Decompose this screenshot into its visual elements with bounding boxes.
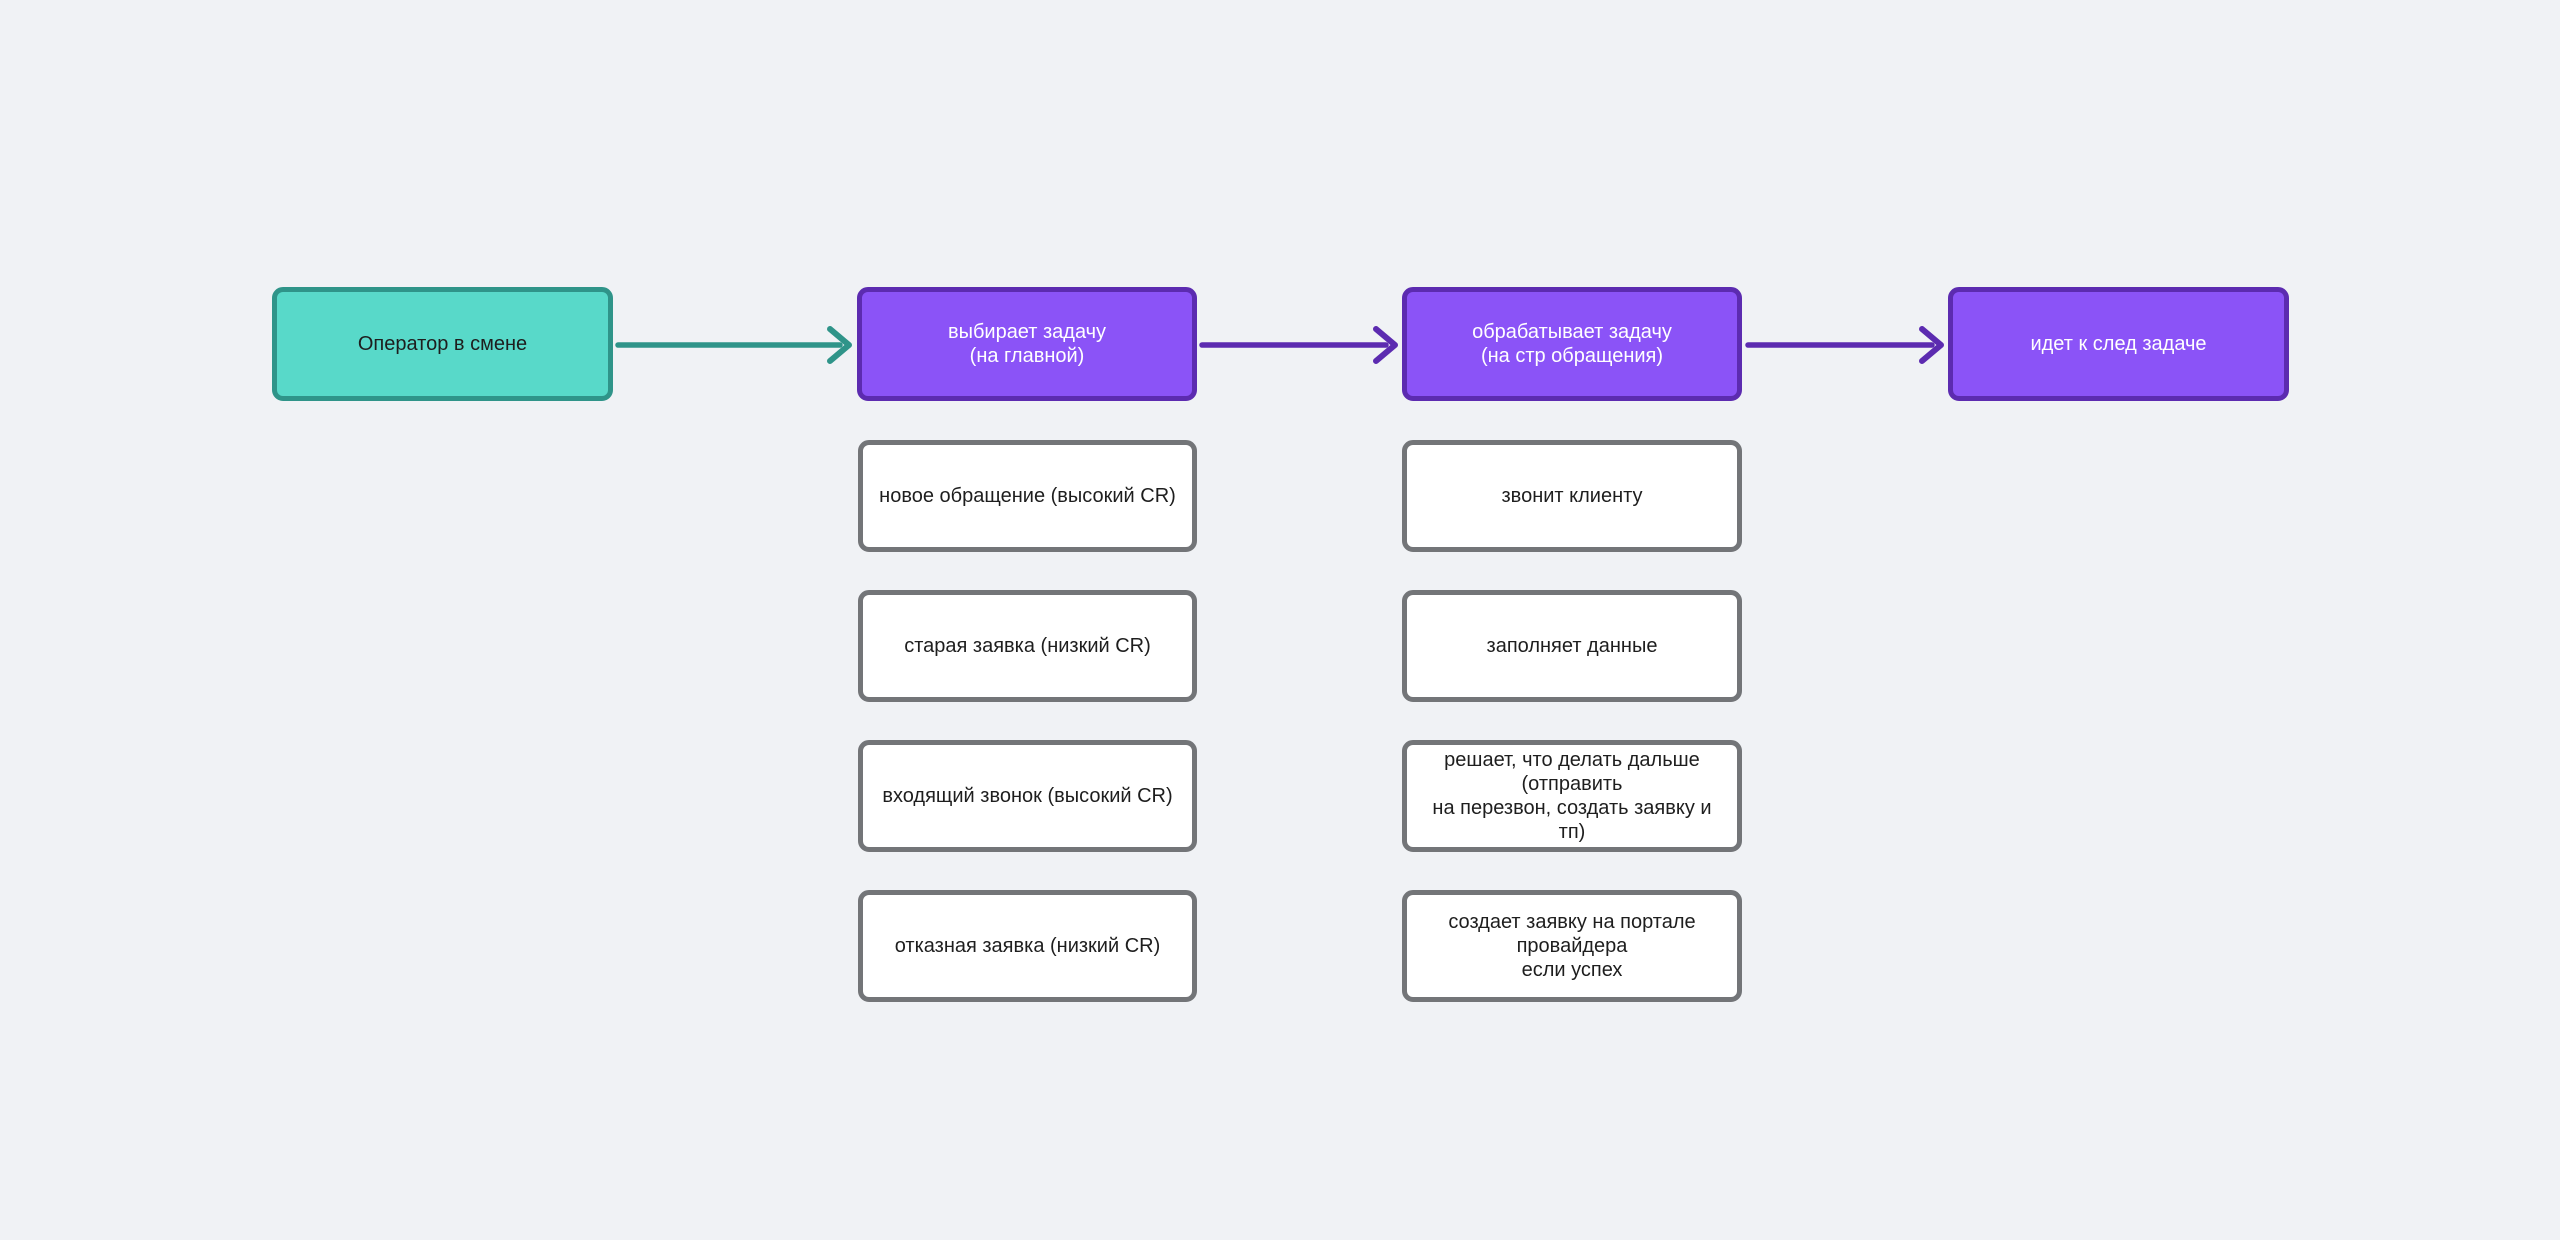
option-new-request[interactable]: новое обращение (высокий CR)	[858, 440, 1197, 552]
node-label-line2: на перезвон, создать заявку и тп)	[1432, 797, 1712, 843]
node-label: Оператор в смене	[357, 333, 528, 355]
node-label: звонит клиенту	[1501, 485, 1643, 507]
action-fill-data[interactable]: заполняет данные	[1402, 590, 1742, 702]
node-label: заполняет данные	[1486, 635, 1658, 657]
node-label: идет к след задаче	[2030, 333, 2207, 355]
flow-node-operator-on-shift[interactable]: Оператор в смене	[272, 287, 613, 401]
node-label: создает заявку на портале провайдера	[1448, 911, 1696, 957]
node-label: новое обращение (высокий CR)	[879, 485, 1176, 507]
arrow-operator-to-select[interactable]	[615, 324, 856, 366]
node-label: выбирает задачу	[947, 321, 1107, 343]
node-label: входящий звонок (высокий CR)	[882, 785, 1173, 807]
action-create-provider-request[interactable]: создает заявку на портале провайдера есл…	[1402, 890, 1742, 1002]
arrow-select-to-process[interactable]	[1199, 324, 1400, 366]
option-old-application[interactable]: старая заявка (низкий CR)	[858, 590, 1197, 702]
node-label: обрабатывает задачу	[1472, 321, 1672, 343]
node-label-line2: (на главной)	[969, 345, 1085, 367]
flow-node-select-task[interactable]: выбирает задачу (на главной)	[857, 287, 1197, 401]
node-label-line2: (на стр обращения)	[1480, 345, 1664, 367]
flow-node-process-task[interactable]: обрабатывает задачу (на стр обращения)	[1402, 287, 1742, 401]
action-decide-next-step[interactable]: решает, что делать дальше (отправить на …	[1402, 740, 1742, 852]
action-call-client[interactable]: звонит клиенту	[1402, 440, 1742, 552]
node-label: решает, что делать дальше (отправить	[1444, 749, 1700, 795]
node-label-line2: если успех	[1521, 959, 1623, 981]
node-label: старая заявка (низкий CR)	[904, 635, 1151, 657]
option-incoming-call[interactable]: входящий звонок (высокий CR)	[858, 740, 1197, 852]
option-rejected-application[interactable]: отказная заявка (низкий CR)	[858, 890, 1197, 1002]
flow-node-next-task[interactable]: идет к след задаче	[1948, 287, 2289, 401]
arrow-process-to-next[interactable]	[1745, 324, 1946, 366]
node-label: отказная заявка (низкий CR)	[894, 935, 1161, 957]
